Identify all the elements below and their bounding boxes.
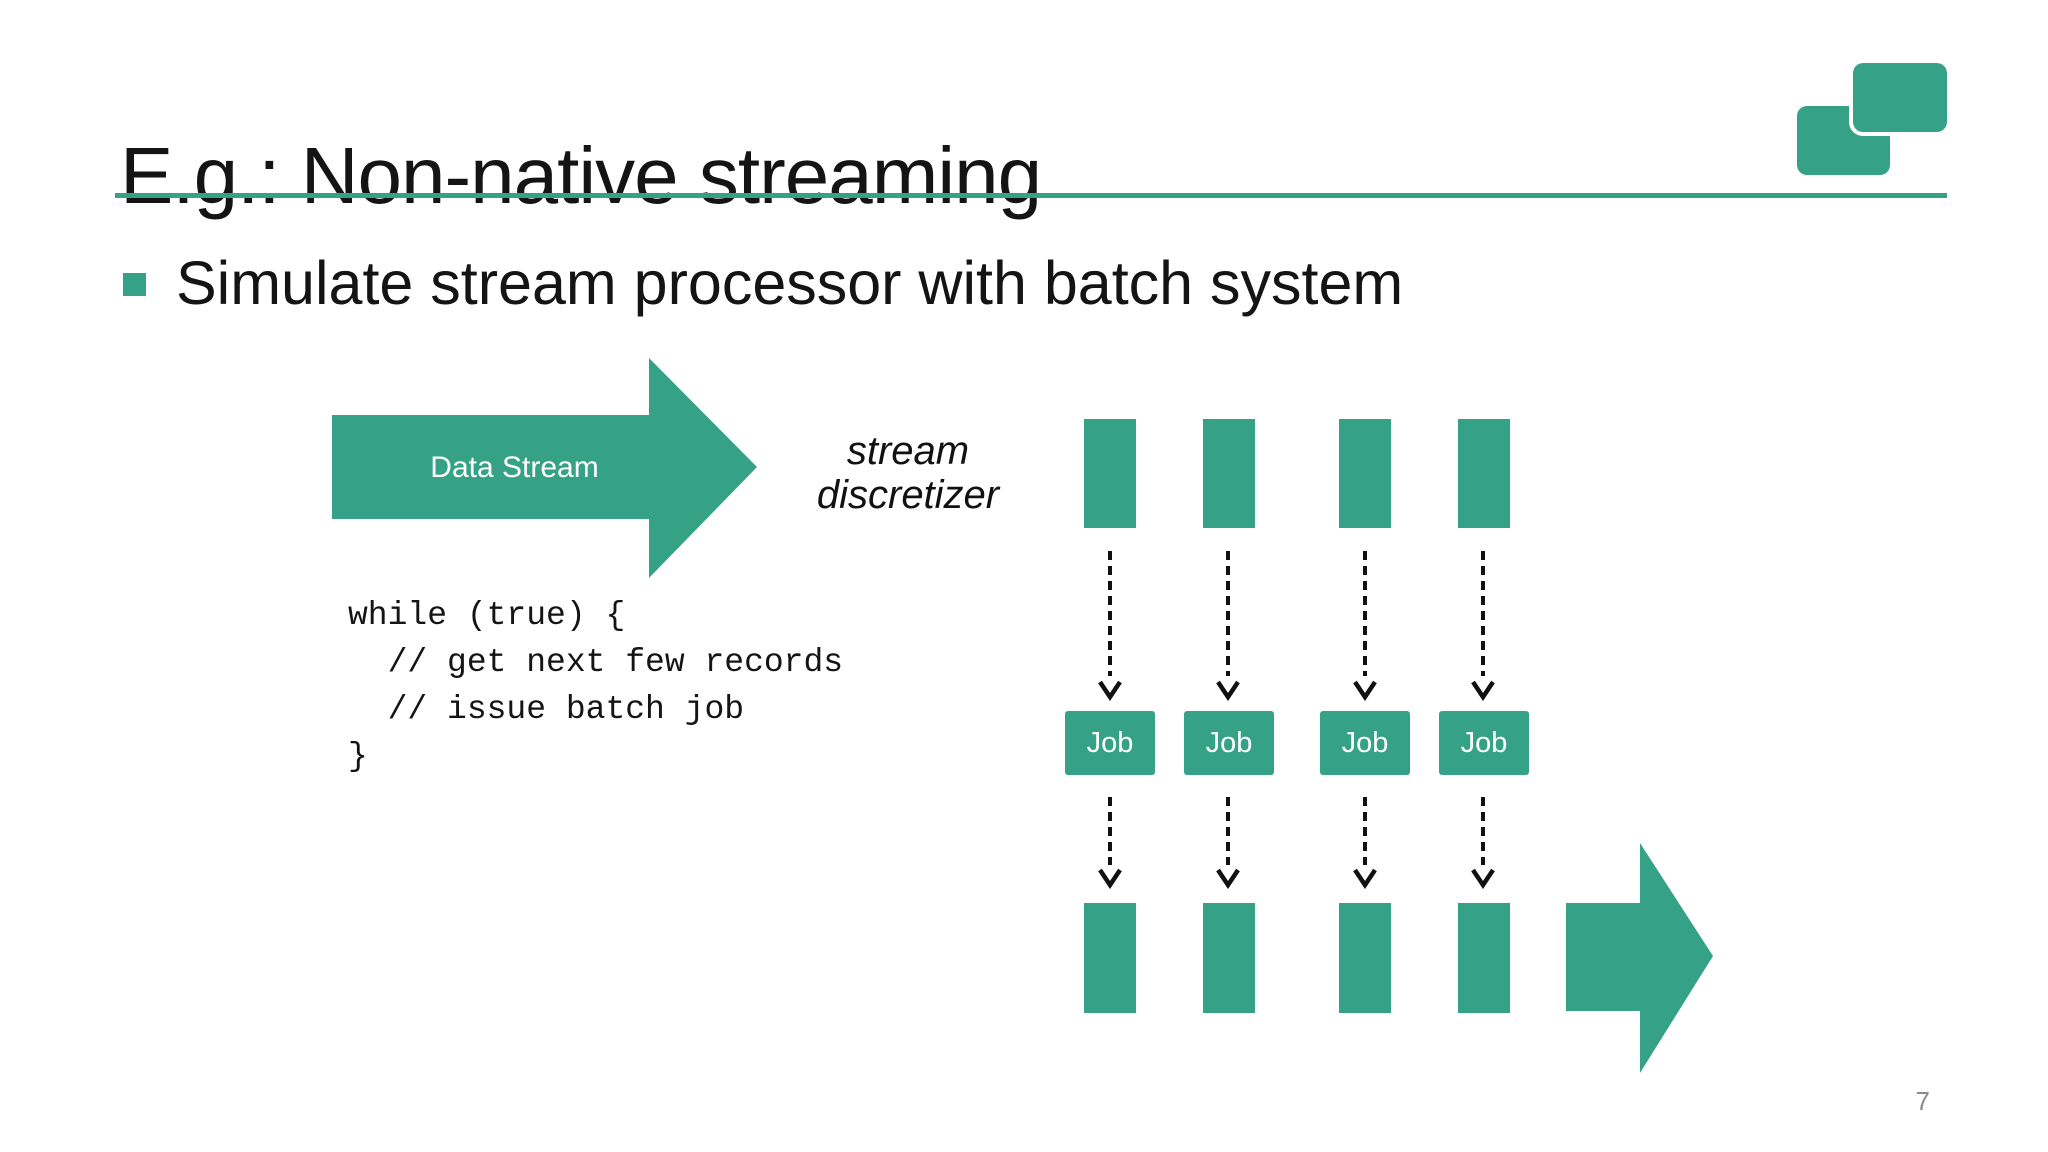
flow-arrow-down-icon: [1095, 797, 1125, 889]
flow-arrow-down-icon: [1350, 797, 1380, 889]
output-arrow-icon: [1566, 843, 1713, 1073]
stream-discretizer-line2: discretizer: [816, 473, 1000, 517]
flow-arrow-down-icon: [1213, 551, 1243, 701]
code-snippet: while (true) { // get next few records /…: [348, 597, 844, 775]
job-box: Job: [1320, 711, 1410, 775]
result-chunk-bar: [1339, 903, 1391, 1013]
stream-discretizer-line1: stream: [846, 429, 970, 473]
bullet-item: Simulate stream processor with batch sys…: [123, 245, 1403, 321]
flow-arrow-down-icon: [1468, 551, 1498, 701]
stream-chunk-bar: [1458, 419, 1510, 528]
flow-arrow-down-icon: [1095, 551, 1125, 701]
job-box: Job: [1184, 711, 1274, 775]
result-chunk-bar: [1458, 903, 1510, 1013]
job-box: Job: [1439, 711, 1529, 775]
data-stream-label: Data Stream: [430, 451, 599, 484]
stream-discretizer-label: stream discretizer: [758, 429, 1058, 517]
flow-arrow-down-icon: [1213, 797, 1243, 889]
flow-arrow-down-icon: [1350, 551, 1380, 701]
data-stream-arrow-icon: Data Stream: [332, 358, 757, 578]
job-label: Job: [1341, 726, 1389, 759]
stream-chunk-bar: [1084, 419, 1136, 528]
job-label: Job: [1086, 726, 1134, 759]
result-chunk-bar: [1203, 903, 1255, 1013]
logo-front-rect: [1849, 59, 1951, 136]
logo-icon: [1797, 59, 1952, 179]
page-number: 7: [1915, 1086, 1930, 1116]
stream-chunk-bar: [1203, 419, 1255, 528]
job-box: Job: [1065, 711, 1155, 775]
title-underline: [115, 193, 1947, 198]
stream-chunk-bar: [1339, 419, 1391, 528]
bullet-text: Simulate stream processor with batch sys…: [176, 249, 1404, 317]
flow-arrow-down-icon: [1468, 797, 1498, 889]
job-label: Job: [1460, 726, 1508, 759]
job-label: Job: [1205, 726, 1253, 759]
slide-title: E.g.: Non-native streaming: [120, 130, 1042, 220]
result-chunk-bar: [1084, 903, 1136, 1013]
bullet-marker: [123, 273, 146, 296]
